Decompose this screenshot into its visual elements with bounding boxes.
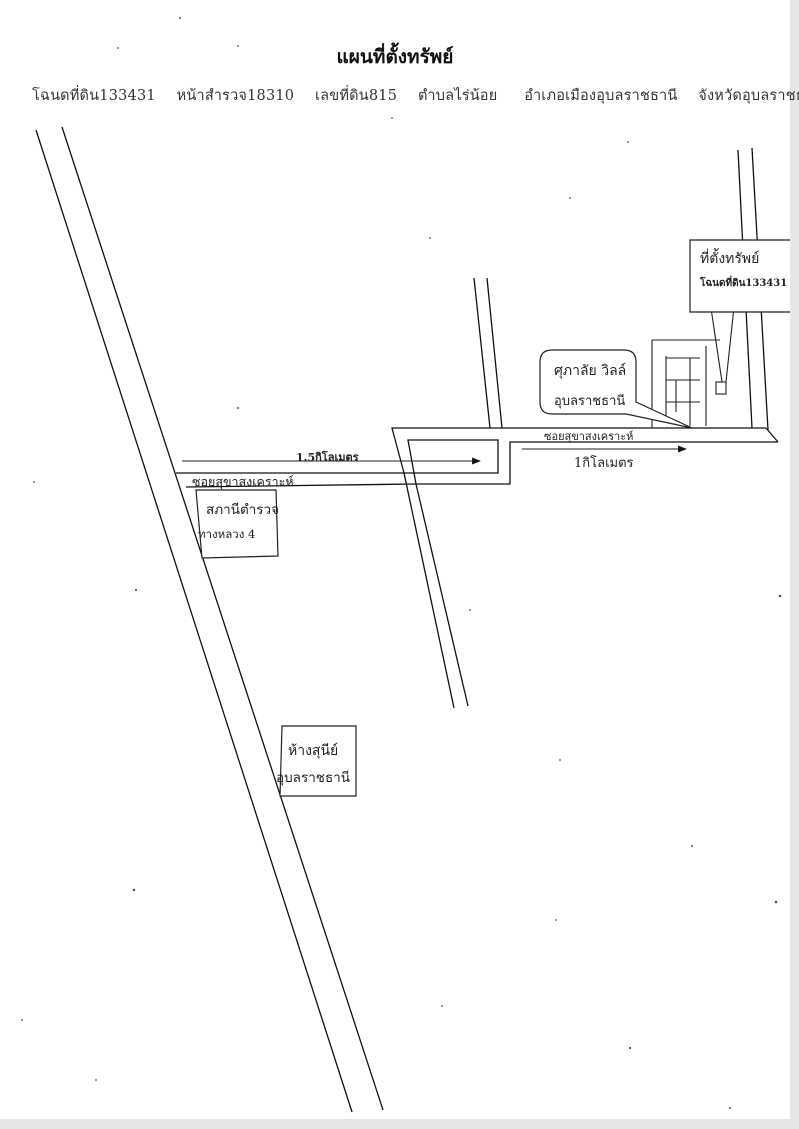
property-label: ที่ตั้งทรัพย์ xyxy=(700,251,760,267)
north-road-right-edge xyxy=(486,277,503,429)
highway-right-edge xyxy=(61,126,384,1111)
property-marker xyxy=(715,381,727,395)
mall-callout-box xyxy=(279,725,357,797)
cross-road-left-edge xyxy=(403,472,455,709)
district: อำเภอเมืองอุบลราชธานี xyxy=(524,88,678,104)
page-title: แผนที่ตั้งทรัพย์ xyxy=(336,46,454,68)
village-city-label: อุบลราชธานี xyxy=(554,394,626,409)
province: จังหวัดอุบลราชธานี xyxy=(698,88,799,104)
road-map xyxy=(21,17,790,1113)
village-block xyxy=(651,339,720,428)
property-deed-label: โฉนดที่ดิน133431 xyxy=(700,278,788,289)
mall-city-label: อุบลราชธานี xyxy=(276,770,350,786)
north-road-left-edge xyxy=(473,277,491,429)
property-callout-box xyxy=(689,239,790,313)
village-bubble xyxy=(539,349,693,429)
east-road-end xyxy=(765,427,779,443)
distance-label-1: 1.5กิโลเมตร xyxy=(296,451,359,464)
village-name-label: ศุภาลัย วิลล์ xyxy=(554,363,627,379)
police-highway-label: ทางหลวง 4 xyxy=(198,527,256,541)
deed-info-line: โฉนดที่ดิน133431 หน้าสำรวจ18310 เลขที่ดิ… xyxy=(32,84,799,107)
subdistrict: ตำบลไร่น้อย xyxy=(417,88,498,104)
police-label: สภานีตำรวจ xyxy=(206,502,280,518)
scan-specks xyxy=(21,17,782,1109)
soi-west-south-edge xyxy=(185,483,417,488)
deed-number: โฉนดที่ดิน133431 xyxy=(32,88,156,104)
distance-label-2: 1กิโลเมตร xyxy=(574,456,634,471)
road-label-east: ซอยสุขาสงเคราะห์ xyxy=(544,430,634,443)
survey-page: หน้าสำรวจ18310 xyxy=(176,88,295,104)
mall-label: ห้างสุนีย์ xyxy=(288,743,339,759)
cross-road-right-edge xyxy=(415,483,469,707)
police-callout-box xyxy=(195,489,279,559)
land-number: เลขที่ดิน815 xyxy=(315,88,398,104)
highway-left-edge xyxy=(35,129,353,1113)
junction-loop xyxy=(391,427,778,485)
road-label-west: ซอยสุขาสงเคราะห์ xyxy=(192,474,294,489)
